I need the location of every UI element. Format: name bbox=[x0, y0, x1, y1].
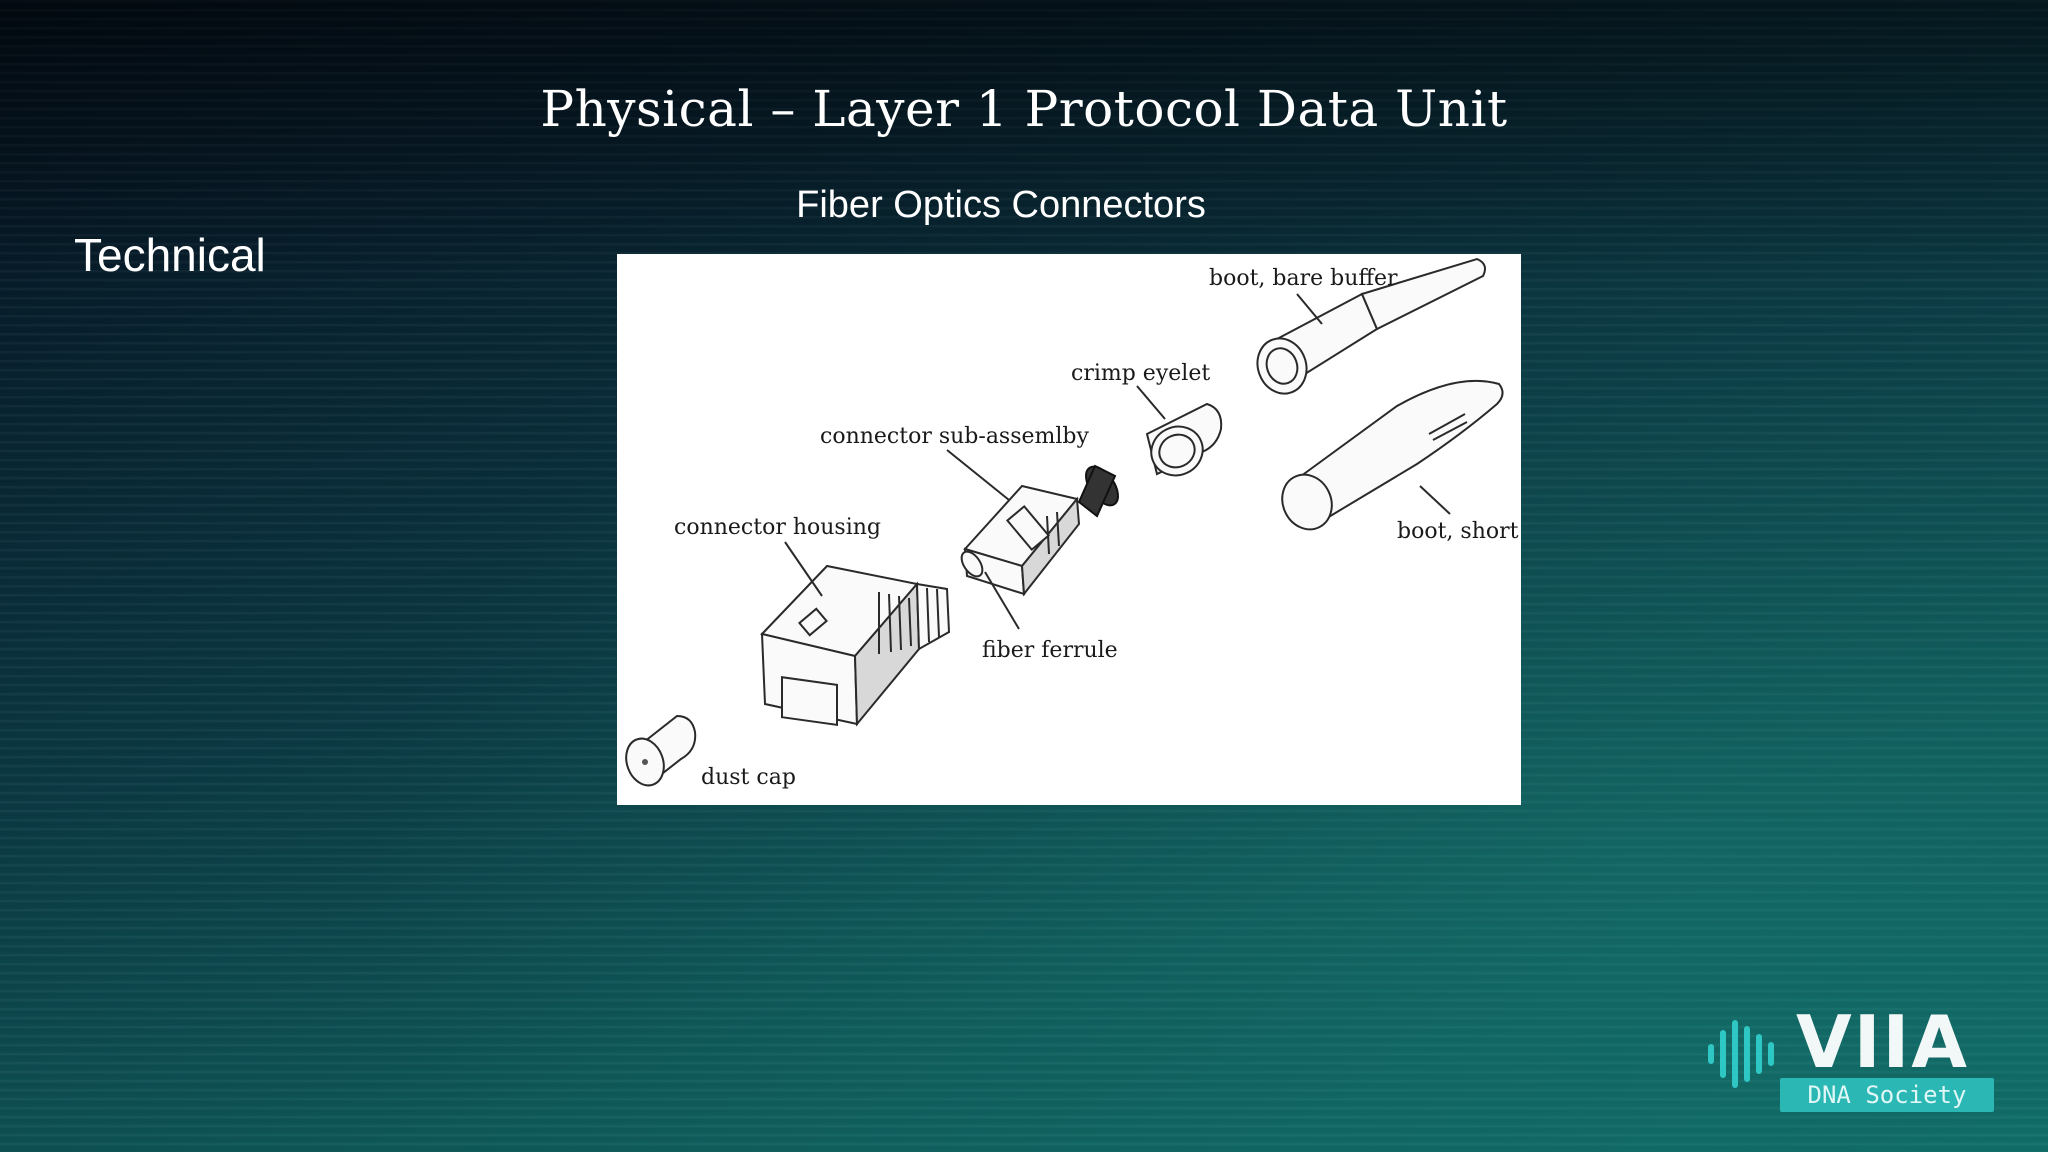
boot-bare-buffer-part bbox=[1256, 257, 1486, 395]
threaded-nut bbox=[1077, 464, 1119, 518]
slide-title: Physical – Layer 1 Protocol Data Unit bbox=[540, 80, 1508, 138]
connector-housing-part bbox=[760, 564, 951, 727]
fiber-connector-diagram: boot, bare buffer crimp eyelet connector… bbox=[617, 254, 1521, 805]
boot-short-part bbox=[1281, 379, 1504, 531]
dust-cap-part bbox=[625, 714, 697, 787]
label-boot-short: boot, short bbox=[1397, 519, 1519, 544]
label-fiber-ferrule: fiber ferrule bbox=[982, 638, 1118, 663]
label-boot-bare-buffer: boot, bare buffer bbox=[1209, 266, 1398, 291]
slide-subtitle-text: Fiber Optics Connectors bbox=[796, 184, 1206, 226]
label-connector-sub-assembly: connector sub-assemlby bbox=[820, 424, 1090, 449]
label-dust-cap: dust cap bbox=[701, 765, 796, 790]
leader-lines bbox=[784, 293, 1451, 630]
logo-tagline: DNA Society bbox=[1780, 1078, 1994, 1112]
connector-sub-assembly-part bbox=[960, 464, 1119, 597]
diagram-svg: boot, bare buffer crimp eyelet connector… bbox=[625, 257, 1519, 790]
slide-subtitle: Fiber Optics Connectors bbox=[0, 184, 2048, 227]
label-crimp-eyelet: crimp eyelet bbox=[1071, 361, 1210, 386]
label-connector-housing: connector housing bbox=[674, 515, 881, 540]
logo-wordmark: VIIA bbox=[1796, 1000, 1970, 1084]
viia-logo: VIIA DNA Society bbox=[1700, 1000, 2000, 1118]
crimp-eyelet-part bbox=[1145, 402, 1223, 477]
side-label: Technical bbox=[74, 229, 266, 281]
